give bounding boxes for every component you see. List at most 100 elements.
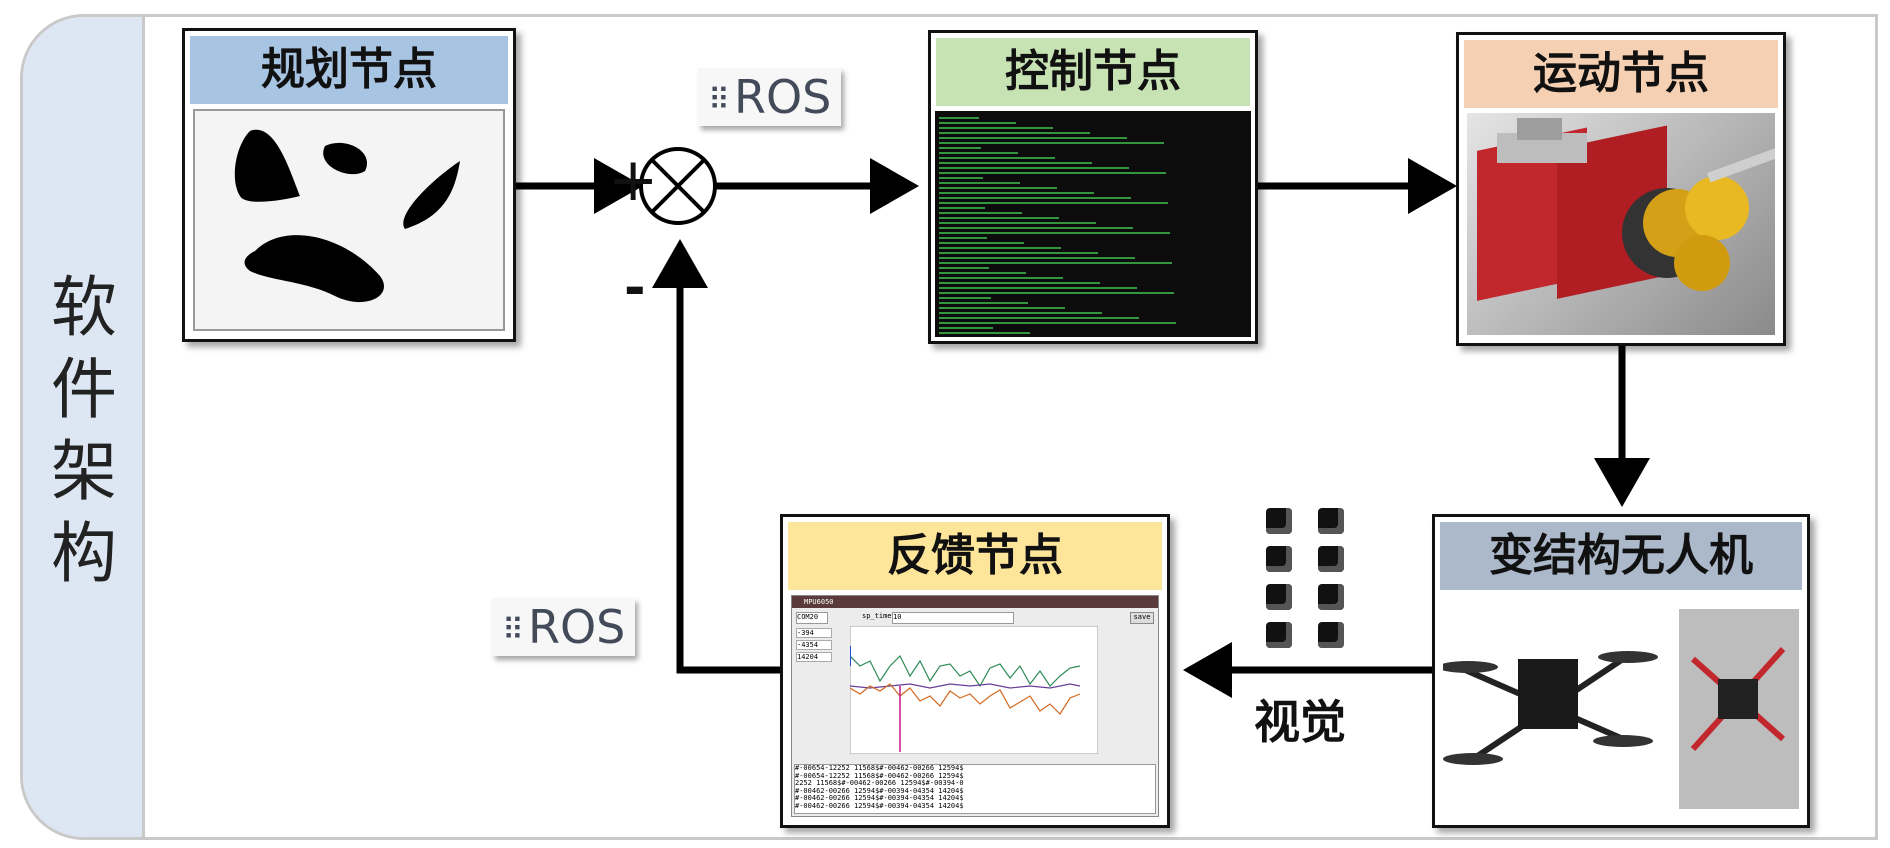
log-line: #-00654-12252 11568$#-00462-00266 12594$: [795, 771, 964, 780]
motor-gearbox-image: [1467, 113, 1775, 335]
arrow-feedback-to-junction: [652, 239, 780, 674]
terminal-line: [939, 252, 1098, 254]
terminal-line: [939, 117, 979, 119]
vision-label: 视觉: [1254, 695, 1346, 749]
sidebar: 软件架构: [23, 17, 145, 837]
motion-node-title: 运动节点: [1464, 40, 1778, 108]
terminal-line: [939, 247, 1061, 249]
ros-logo-icon: ⠿: [708, 83, 730, 118]
sidebar-title-char: 构: [51, 515, 117, 592]
terminal-line: [939, 132, 1090, 134]
terminal-line: [939, 322, 1176, 324]
terminal-line: [939, 167, 1129, 169]
terminal-line: [939, 122, 1016, 124]
planning-map: [193, 109, 505, 331]
readings-panel: -394 -4354 14204: [796, 628, 832, 662]
serial-log: #-00654-12252 11568$#-00462-00266 12594$…: [794, 764, 1156, 814]
terminal-line: [939, 307, 1065, 309]
control-node: 控制节点: [928, 30, 1258, 344]
terminal-line: [939, 182, 1020, 184]
reading-value: -4354: [796, 640, 832, 650]
terminal-line: [939, 212, 1022, 214]
terminal-line: [939, 127, 1053, 129]
serial-plot-window: MPU6050 COM20 sp_time 10 save -394 -4354…: [791, 595, 1159, 817]
drone-photo: [1443, 609, 1799, 809]
terminal-line: [939, 217, 1059, 219]
terminal-line: [939, 262, 1172, 264]
sp-time-label: sp_time: [862, 612, 892, 620]
planning-node: 规划节点: [182, 28, 516, 342]
motion-node: 运动节点: [1456, 32, 1786, 346]
terminal-line: [939, 142, 1164, 144]
terminal-line: [939, 332, 1030, 334]
terminal-line: [939, 177, 983, 179]
sensor-plot: [850, 626, 1098, 754]
feedback-node: 反馈节点 MPU6050 COM20 sp_time 10 save -394 …: [780, 514, 1170, 828]
log-line: #-00462-00266 12594$#-00394-04354 14204$: [795, 794, 964, 802]
terminal-line: [939, 227, 1133, 229]
port-select[interactable]: COM20: [796, 612, 828, 624]
uav-photos: [1443, 609, 1799, 817]
terminal-line: [939, 317, 1139, 319]
terminal-line: [939, 172, 1166, 174]
terminal-line: [939, 312, 1102, 314]
camera-icon: [1318, 546, 1344, 572]
save-button[interactable]: save: [1130, 612, 1154, 624]
uav-node-title: 变结构无人机: [1440, 522, 1802, 590]
terminal-line: [939, 302, 1028, 304]
log-line: 2252 11568$#-00462-00266 12594$#-00394-0: [795, 779, 964, 787]
sidebar-title-char: 件: [51, 351, 117, 428]
terminal-line: [939, 272, 1026, 274]
camera-icon: [1318, 622, 1344, 648]
terminal-line: [939, 147, 981, 149]
window-titlebar: MPU6050: [792, 596, 1158, 608]
camera-icon: [1266, 584, 1292, 610]
reading-value: -394: [796, 628, 832, 638]
terminal-line: [939, 282, 1100, 284]
sidebar-title-char: 软: [51, 269, 117, 346]
reading-value: 14204: [796, 652, 832, 662]
terminal-line: [939, 257, 1135, 259]
terminal-line: [939, 327, 993, 329]
terminal-line: [939, 277, 1063, 279]
terminal-line: [939, 162, 1092, 164]
terminal-line: [939, 187, 1057, 189]
terminal-line: [939, 157, 1055, 159]
terminal-line: [939, 207, 985, 209]
ros-badge-bottom: ⠿ROS: [492, 598, 636, 656]
planning-node-title: 规划节点: [190, 36, 508, 104]
sidebar-title: 软件架构: [23, 267, 145, 595]
uav-node: 变结构无人机: [1432, 514, 1810, 828]
ros-logo-icon: ⠿: [502, 613, 524, 648]
camera-icon: [1266, 508, 1292, 534]
log-line: #-00462-00266 12594$#-00394-04354 14204$: [795, 786, 964, 795]
terminal-line: [939, 222, 1096, 224]
camera-icon: [1318, 584, 1344, 610]
terminal-line: [939, 232, 1170, 234]
log-line: #-00462-00266 12594$#-00394-04354 14204$: [795, 801, 964, 810]
junction-plus-sign: +: [608, 145, 659, 215]
terminal-line: [939, 237, 987, 239]
feedback-node-title: 反馈节点: [788, 522, 1162, 590]
junction-minus-sign: -: [624, 258, 646, 318]
log-line: #-00654-12252 11568$#-00462-00266 12594$: [795, 764, 964, 772]
terminal-line: [939, 297, 991, 299]
camera-icon: [1266, 622, 1292, 648]
terminal-line: [939, 202, 1168, 204]
ros-badge-top: ⠿ROS: [698, 68, 842, 126]
terminal-line: [939, 152, 1018, 154]
control-node-title: 控制节点: [936, 38, 1250, 106]
sidebar-title-char: 架: [51, 433, 117, 510]
terminal-line: [939, 242, 1024, 244]
camera-icon: [1318, 508, 1344, 534]
terminal-line: [939, 292, 1174, 294]
terminal-line: [939, 192, 1094, 194]
obstacle-map-image: [234, 129, 460, 303]
terminal-output: [935, 111, 1251, 337]
summing-junction: [639, 147, 717, 225]
sp-time-input[interactable]: 10: [892, 612, 1014, 624]
terminal-line: [939, 137, 1127, 139]
camera-icon: [1266, 546, 1292, 572]
terminal-line: [939, 197, 1131, 199]
